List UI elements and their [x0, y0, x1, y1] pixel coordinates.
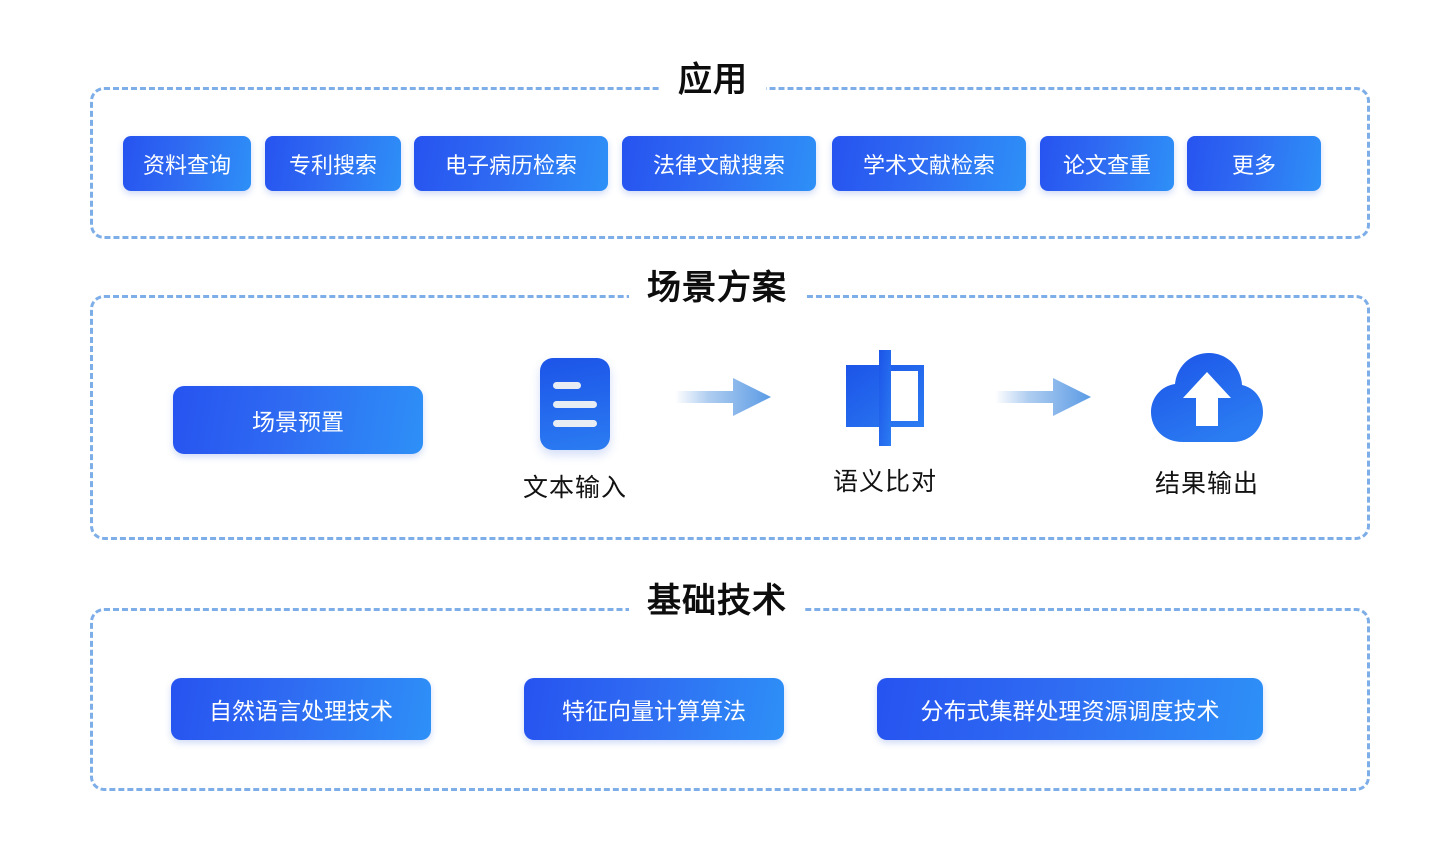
scenario-preset-button[interactable]: 场景预置 — [173, 386, 423, 454]
flow-step-label-text-input: 文本输入 — [522, 474, 627, 502]
tech-pill-nlp[interactable]: 自然语言处理技术 — [171, 678, 431, 740]
app-pill-falvwenxiansousuo[interactable]: 法律文献搜索 — [622, 136, 816, 191]
app-pill-xueshuwenxianjiansuo[interactable]: 学术文献检索 — [832, 136, 1026, 191]
flow-step-label-result-output: 结果输出 — [1154, 470, 1259, 498]
app-pill-ziliaochaxun[interactable]: 资料查询 — [123, 136, 251, 191]
tech-pill-feature-vector[interactable]: 特征向量计算算法 — [524, 678, 784, 740]
flow-step-label-semantic-compare: 语义比对 — [832, 468, 937, 496]
app-pill-dianzibinglijiansuo[interactable]: 电子病历检索 — [414, 136, 608, 191]
arrow-right-icon-2 — [995, 376, 1091, 418]
flow-step-result-output: 结果输出 — [1124, 348, 1290, 500]
document-icon-line-2 — [553, 400, 597, 408]
arrow-right-icon-1 — [675, 376, 771, 418]
section-scenario-title: 场景方案 — [629, 271, 805, 305]
document-icon — [540, 358, 610, 450]
tech-pill-distributed-cluster[interactable]: 分布式集群处理资源调度技术 — [877, 678, 1263, 740]
compare-icon-wrap — [802, 346, 968, 450]
compare-icon — [846, 350, 924, 446]
section-technology-title: 基础技术 — [629, 584, 805, 618]
section-application-title: 应用 — [660, 63, 766, 97]
cloud-upload-icon — [1151, 353, 1263, 442]
app-pill-gengduo[interactable]: 更多 — [1187, 136, 1321, 191]
cloud-upload-icon-wrap — [1124, 348, 1290, 452]
document-icon-line-1 — [553, 381, 581, 389]
flow-step-semantic-compare: 语义比对 — [802, 346, 968, 498]
app-pill-lunwenchazhong[interactable]: 论文查重 — [1040, 136, 1174, 191]
document-icon-wrap — [492, 352, 658, 456]
document-icon-line-3 — [553, 419, 597, 427]
app-pill-zhuanlisousuo[interactable]: 专利搜索 — [265, 136, 401, 191]
flow-step-text-input: 文本输入 — [492, 352, 658, 504]
